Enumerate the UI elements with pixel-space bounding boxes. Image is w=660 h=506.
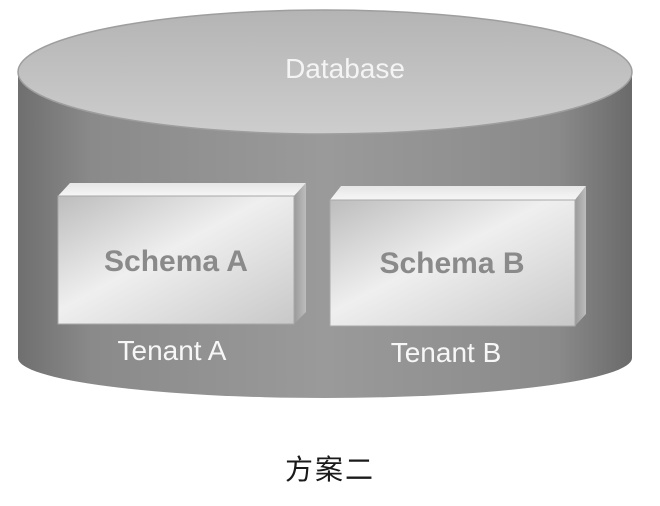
schema-box-a-side	[294, 183, 306, 324]
database-label: Database	[285, 53, 405, 84]
figure-caption: 方案二	[284, 453, 375, 486]
schema-box-b-side	[575, 186, 586, 326]
tenant-a-label: Tenant A	[118, 335, 227, 366]
schema-box-b-front	[329, 199, 576, 327]
schema-box-b-top	[330, 186, 586, 200]
cylinder-top	[18, 10, 632, 134]
tenant-b-label: Tenant B	[391, 337, 502, 368]
schema-box-a-front	[57, 195, 295, 325]
cylinder-top-rim	[17, 9, 633, 135]
schema-b-label: Schema B	[379, 247, 524, 280]
schema-a-label: Schema A	[104, 245, 248, 278]
schema-box-b: Schema B	[329, 186, 586, 327]
schema-box-a: Schema A	[57, 183, 306, 325]
schema-box-a-top	[58, 183, 306, 196]
